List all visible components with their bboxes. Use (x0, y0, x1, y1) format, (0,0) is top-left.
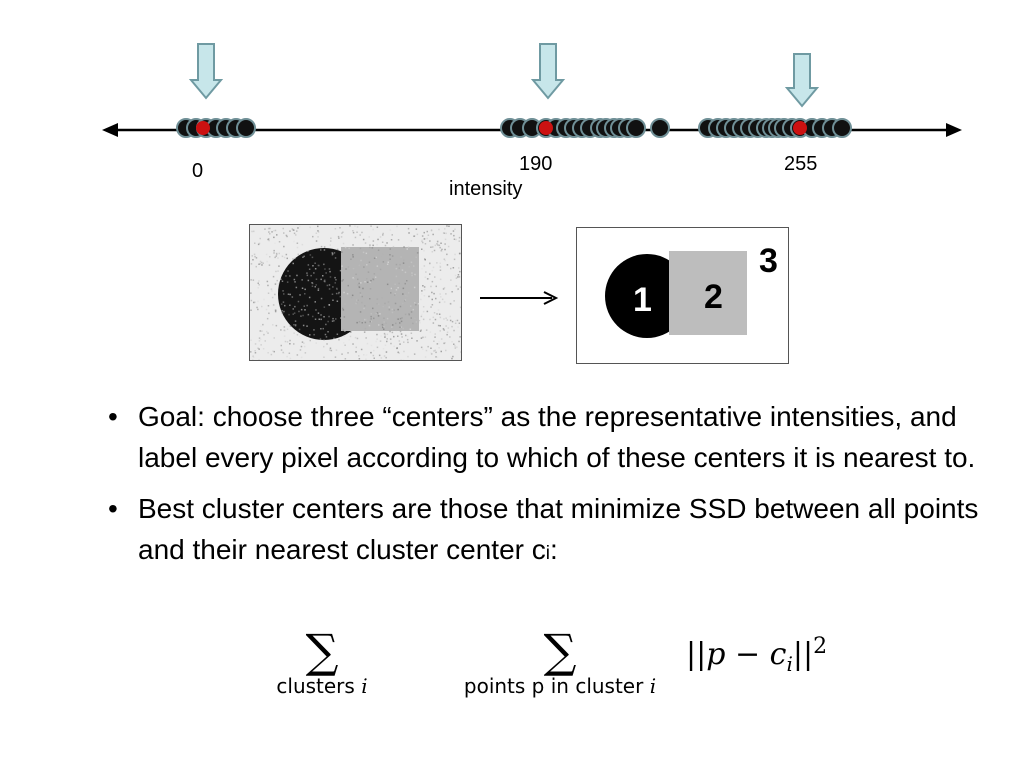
gray-square (341, 247, 419, 331)
center-arrow (188, 43, 224, 100)
cluster-center-point (793, 121, 807, 135)
label-square-region (669, 251, 747, 335)
noisy-input-image (249, 224, 462, 361)
tick-label-0: 0 (192, 160, 204, 182)
bullet-best-centers: • Best cluster centers are those that mi… (108, 488, 988, 574)
bullet-best-subscript: i (545, 543, 550, 564)
center-arrows (188, 43, 820, 108)
bullet-goal-text: Goal: choose three “centers” as the repr… (138, 401, 976, 473)
sigma-symbol: ∑ (305, 624, 339, 678)
tick-label-255: 255 (784, 153, 818, 175)
axis-left-arrowhead (102, 123, 118, 137)
center-arrow (530, 43, 566, 100)
squared-distance-term: ||p − ci||2 (686, 634, 828, 676)
cluster-center-point (196, 121, 210, 135)
intensity-point (650, 118, 670, 138)
tick-label-190: 190 (519, 153, 553, 175)
cluster-center-point (539, 121, 553, 135)
intensity-point (832, 118, 852, 138)
sigma-symbol: ∑ (543, 624, 577, 678)
bullet-best-text: Best cluster centers are those that mini… (138, 493, 979, 565)
bullet-list: • Goal: choose three “centers” as the re… (108, 396, 988, 584)
bullet-best-tail: : (550, 534, 558, 565)
noise-texture (250, 225, 461, 360)
intensity-point (236, 118, 256, 138)
sum-over-clusters: ∑ clusters i (262, 628, 382, 698)
region-label-2: 2 (704, 278, 723, 316)
sum1-subscript: clusters i (276, 674, 368, 698)
bullet-goal: • Goal: choose three “centers” as the re… (108, 396, 988, 478)
transform-arrow (480, 291, 559, 305)
axis-label-intensity: intensity (449, 178, 523, 200)
region-label-1: 1 (633, 281, 652, 319)
sum-over-points: ∑ points p in cluster i (430, 628, 690, 698)
axis-right-arrowhead (946, 123, 962, 137)
labeled-output-image: 1 2 (576, 227, 789, 364)
intensity-points (176, 118, 852, 138)
center-arrow (784, 53, 820, 108)
sum2-subscript: points p in cluster i (463, 674, 657, 698)
intensity-axis-diagram (102, 43, 962, 138)
bullet-dot: • (108, 401, 118, 432)
bullet-dot: • (108, 493, 118, 524)
region-label-3: 3 (759, 242, 778, 280)
intensity-point (626, 118, 646, 138)
